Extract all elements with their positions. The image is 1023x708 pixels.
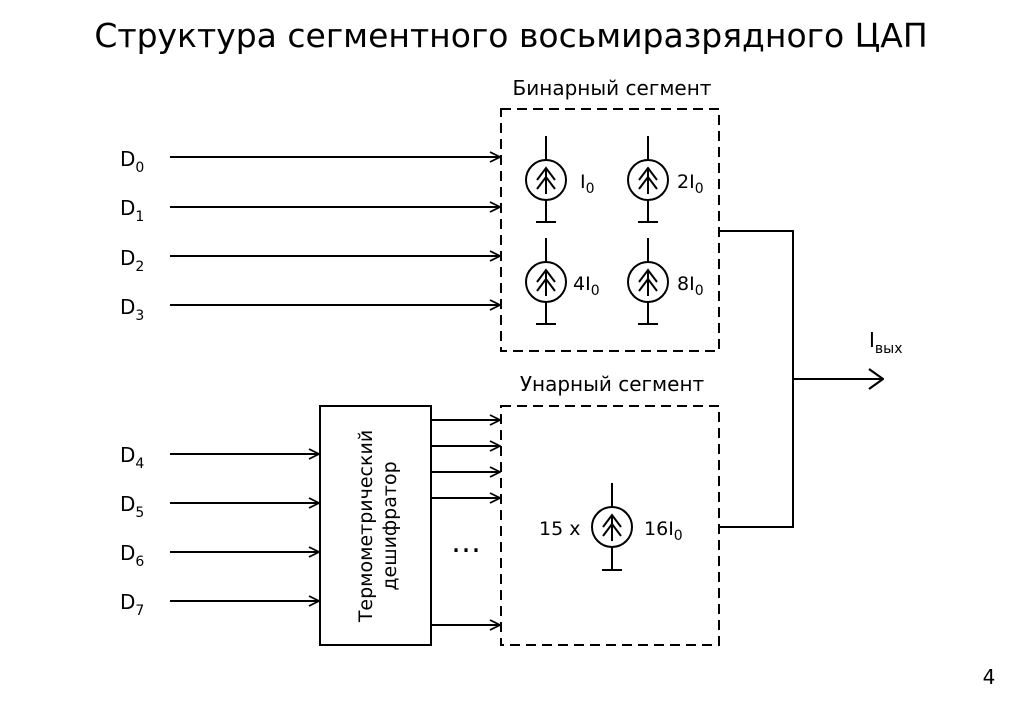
input-label-d2: D2	[120, 246, 144, 275]
unary-segment-box	[500, 405, 720, 646]
current-label-i0: I0	[580, 171, 595, 197]
decoder-input-lines	[170, 454, 319, 601]
input-labels: D0 D1 D2 D3 D4 D5 D6 D7	[120, 147, 144, 619]
current-source-2i0: 2I0	[627, 136, 704, 223]
binary-segment-label: Бинарный сегмент	[513, 76, 712, 100]
current-source-i0: I0	[525, 136, 595, 223]
current-source-8i0: 8I0	[627, 238, 704, 325]
ellipsis-dots: …	[451, 525, 481, 560]
binary-input-lines	[170, 157, 500, 305]
thermometer-decoder-block	[319, 405, 432, 646]
decoder-label-line2: дешифратор	[379, 461, 401, 590]
current-source-16i0: 15 x 16I0	[539, 483, 683, 571]
output-current-label: Iвых	[869, 328, 903, 357]
output-wires	[719, 230, 883, 528]
unary-count-label: 15 x	[539, 518, 580, 540]
decoder-label-line1: Термометрический	[355, 430, 377, 623]
current-label-16i0: 16I0	[644, 518, 683, 544]
input-label-d0: D0	[120, 147, 144, 176]
input-label-d1: D1	[120, 196, 144, 225]
input-label-d3: D3	[120, 295, 144, 324]
decoder-output-lines	[431, 420, 500, 625]
page-number: 4	[983, 665, 996, 689]
page-title: Структура сегментного восьмиразрядного Ц…	[94, 16, 927, 55]
input-label-d6: D6	[120, 541, 144, 570]
binary-segment-box	[500, 108, 720, 352]
input-label-d7: D7	[120, 590, 144, 619]
current-label-8i0: 8I0	[677, 273, 704, 299]
current-source-4i0: 4I0	[525, 238, 600, 325]
current-label-4i0: 4I0	[573, 273, 600, 299]
unary-segment-label: Унарный сегмент	[520, 372, 705, 396]
current-label-2i0: 2I0	[677, 171, 704, 197]
input-label-d4: D4	[120, 443, 144, 472]
input-label-d5: D5	[120, 492, 144, 521]
